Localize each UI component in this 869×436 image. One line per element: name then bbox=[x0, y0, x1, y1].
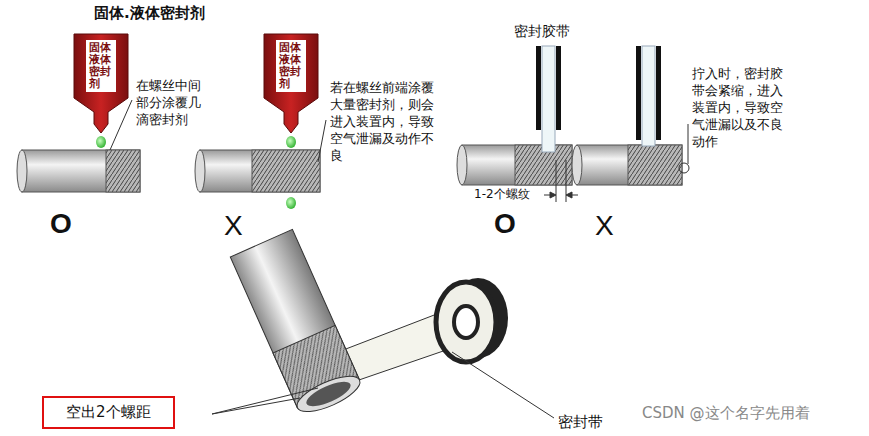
ng-mark: X bbox=[224, 208, 243, 244]
tape-roll bbox=[436, 282, 496, 362]
watermark: CSDN @这个名字先用着 bbox=[642, 404, 810, 424]
bottle-label: 固体液体密封剂 bbox=[86, 40, 116, 92]
tape-roll bbox=[454, 306, 478, 338]
pipe bbox=[106, 150, 140, 192]
ok-mark: O bbox=[50, 206, 72, 242]
node-text: 空出2个螺距 bbox=[66, 403, 151, 422]
sealant-bottle bbox=[96, 136, 106, 148]
leader-line bbox=[688, 124, 689, 164]
part-name: 密封胶带 bbox=[514, 22, 570, 40]
ok-mark: O bbox=[494, 206, 516, 242]
highlight-box: 空出2个螺距 bbox=[42, 396, 175, 429]
dimension-mark bbox=[544, 160, 578, 202]
sealant-bottle bbox=[286, 136, 296, 148]
dimension-mark bbox=[550, 192, 556, 198]
tape-holder bbox=[636, 46, 641, 140]
callout-note: 拧入时，密封胶带会紧缩，进入装置内，导致空气泄漏以及不良动作 bbox=[692, 66, 792, 150]
leader-line bbox=[212, 352, 554, 418]
pipe bbox=[252, 150, 320, 192]
tape-holder bbox=[536, 46, 541, 130]
diagram-title: 固体.液体密封剂 bbox=[94, 4, 205, 23]
pipe bbox=[195, 150, 205, 192]
sealant-bottle bbox=[74, 34, 128, 133]
pipe bbox=[572, 145, 682, 185]
leader-line bbox=[679, 163, 689, 173]
tape-holder bbox=[536, 46, 661, 152]
sealant-bottle bbox=[286, 197, 296, 209]
sealant-bottle bbox=[74, 34, 128, 148]
pipe bbox=[195, 150, 320, 192]
threaded-pipe bbox=[303, 377, 353, 411]
node-text: 固体液体密封剂 bbox=[279, 42, 303, 90]
threaded-pipe bbox=[230, 229, 364, 418]
node-text: 固体液体密封剂 bbox=[89, 42, 113, 90]
pipe bbox=[17, 150, 27, 192]
dimension-mark bbox=[566, 192, 572, 198]
ng-mark: X bbox=[595, 208, 614, 244]
leader-line bbox=[212, 388, 318, 414]
tape-holder bbox=[542, 46, 555, 152]
tape-holder bbox=[656, 46, 661, 140]
part-name: 密封带 bbox=[558, 413, 603, 433]
leader-line bbox=[318, 120, 326, 162]
callout-note: 若在螺丝前端涂覆大量密封剂，则会进入装置内，导致空气泄漏及动作不良 bbox=[330, 80, 436, 164]
tape-holder bbox=[642, 46, 655, 146]
leader-line bbox=[452, 352, 554, 418]
pipe bbox=[200, 150, 320, 192]
threaded-pipe bbox=[293, 369, 365, 419]
tape-holder bbox=[556, 46, 561, 130]
sealant-bottle bbox=[264, 34, 318, 209]
leader-line bbox=[212, 398, 300, 414]
pipe bbox=[572, 145, 582, 185]
pipe bbox=[628, 145, 682, 185]
sealant-bottle bbox=[264, 34, 318, 133]
pipe bbox=[17, 150, 140, 192]
callout-note: 在螺丝中间部分涂覆几滴密封剂 bbox=[136, 78, 206, 129]
dimension-text: 1-2个螺纹 bbox=[474, 187, 530, 203]
leader-line bbox=[110, 100, 132, 150]
bottle-label: 固体液体密封剂 bbox=[276, 40, 306, 92]
pipe bbox=[22, 150, 140, 192]
pipe bbox=[577, 145, 682, 185]
pipe bbox=[457, 145, 467, 185]
